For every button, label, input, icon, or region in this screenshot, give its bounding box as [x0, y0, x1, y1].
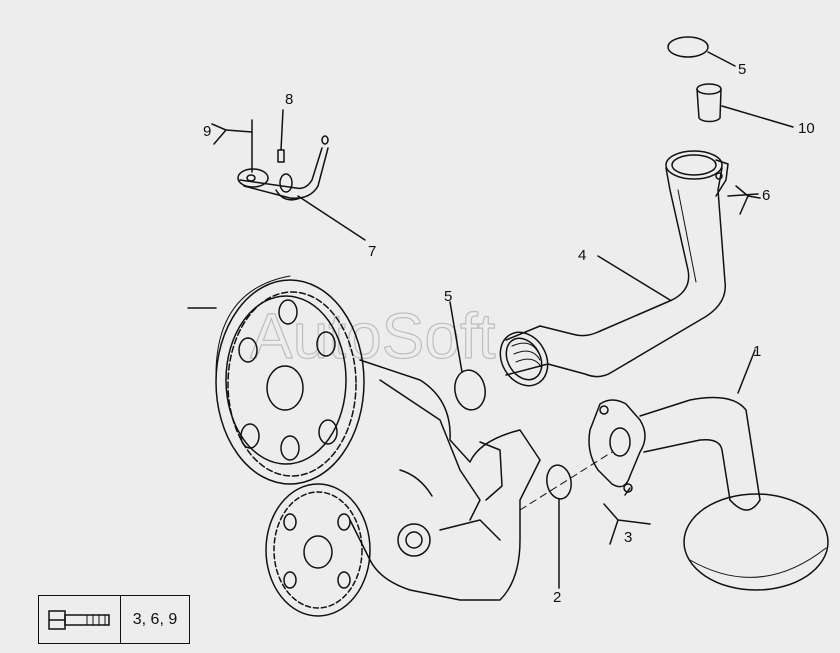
leader-4 [597, 255, 671, 301]
oil-pump-housing [349, 359, 541, 601]
o-ring-lower [546, 464, 572, 500]
callout-7: 7 [368, 243, 376, 260]
bolt-icon [47, 609, 110, 630]
callout-1: 1 [753, 343, 761, 360]
leader-1 [737, 349, 756, 394]
callout-10: 10 [798, 120, 815, 137]
callout-6: 6 [762, 187, 770, 204]
o-ring-top [667, 36, 709, 58]
sleeve-part [696, 83, 722, 123]
leader-6 [727, 193, 759, 197]
legend-refs: 3, 6, 9 [132, 610, 178, 628]
bolt-marker-6 [735, 185, 761, 215]
callout-3: 3 [624, 529, 632, 546]
leader-3 [624, 487, 631, 496]
bolt-marker-3 [603, 503, 651, 545]
fastener-legend: 3, 6, 9 [38, 595, 190, 644]
legend-icon-cell [39, 596, 121, 643]
callout-8: 8 [285, 91, 293, 108]
suction-pipe [499, 150, 729, 387]
callout-5-middle: 5 [444, 288, 452, 305]
bolt-part-8 [277, 149, 285, 163]
small-driven-gear [265, 483, 371, 617]
strainer-pipe [588, 396, 829, 591]
large-drive-gear [215, 275, 365, 485]
callout-4: 4 [578, 247, 586, 264]
callout-5-top: 5 [738, 61, 746, 78]
center-axis-dashed [519, 451, 613, 511]
bracket-pipe [237, 135, 329, 201]
callout-2: 2 [553, 589, 561, 606]
bolt-marker-9 [211, 123, 253, 145]
leader-5-middle [449, 301, 463, 373]
leader-5-top [707, 51, 736, 67]
callout-9: 9 [203, 123, 211, 140]
o-ring-middle [454, 369, 486, 411]
watermark-text: AutoSoft [250, 300, 496, 372]
leader-8 [280, 109, 284, 151]
leader-7 [297, 195, 366, 241]
leader-10 [721, 105, 794, 128]
